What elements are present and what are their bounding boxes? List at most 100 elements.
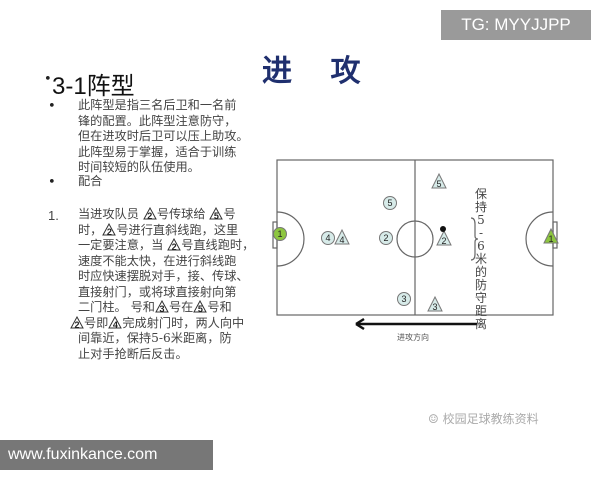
player-number: 4 — [339, 235, 344, 245]
text-segment: 时应快速摆脱对手，接、传球、 — [78, 269, 249, 283]
step-number: 1. — [48, 208, 59, 223]
source-text: 校园足球教练资料 — [442, 412, 539, 426]
wechat-icon: ☺ — [428, 412, 443, 426]
text-segment: 速度不能太快，在进行斜线跑 — [78, 253, 237, 268]
triangle-number: 3 — [159, 304, 165, 314]
text-line: 一定要注意，当 2 号直线跑时， — [78, 238, 254, 254]
triangle-number: 2 — [171, 242, 177, 252]
text-line: 直接射门，或将球直接射向第 — [78, 285, 254, 301]
bullet: • — [44, 72, 52, 87]
direction-label: 进攻方向 — [397, 332, 429, 342]
player-number: 2 — [383, 233, 388, 243]
text-line: 锋的配置。此阵型注意防守， — [78, 113, 237, 128]
defender-triangle-icon: 2 — [102, 222, 117, 237]
text-segment: 当进攻队员 — [78, 207, 143, 221]
note-char: 距 — [474, 304, 487, 318]
note-char: 6 — [477, 239, 485, 253]
attacker-circle — [321, 231, 335, 245]
note-char: 防 — [474, 278, 487, 292]
ball-icon — [440, 226, 446, 232]
text-segment: 号和 — [207, 300, 232, 314]
note-char: 守 — [474, 291, 487, 305]
note-char: 离 — [474, 317, 487, 331]
player-number: 3 — [401, 294, 406, 304]
text-segment: 号 — [223, 207, 236, 221]
text-line: 时，2 号进行直斜线跑，这里 — [78, 222, 254, 239]
left-penalty-arc — [276, 211, 305, 267]
defender-triangle-icon: 5 — [193, 300, 208, 314]
intro-paragraph: 此阵型是指三名后卫和一名前 锋的配置。此阵型注意防守， 但在进攻时后卫可以压上助… — [78, 98, 249, 176]
player-number: 4 — [325, 233, 330, 243]
text-segment: 时， — [78, 222, 103, 237]
text-segment: 间靠近，保持5-6米距离，防 — [78, 331, 232, 345]
player-number: 3 — [432, 302, 437, 312]
defender-triangle-icon: 4 — [108, 315, 123, 330]
text-segment: 完成射门时，两人向中 — [122, 315, 245, 330]
text-line: 但在进攻时后卫可以压上助攻。 — [78, 129, 249, 143]
triangle-number: 2 — [74, 319, 80, 330]
defender-triangle — [427, 295, 443, 312]
attacker-circle — [397, 292, 411, 306]
defender-triangle-icon: 2 — [167, 238, 182, 252]
player-number: 1 — [548, 234, 553, 244]
defender-triangle-icon: 3 — [155, 300, 169, 314]
text-line: 时应快速摆脱对手，接、传球、 — [78, 269, 254, 285]
triangle-number: 2 — [106, 226, 112, 237]
text-line: 此阵型是指三名后卫和一名前 — [78, 98, 237, 112]
triangle-number: 5 — [197, 304, 203, 314]
page-title: 进 攻 — [262, 54, 375, 89]
text-segment: 号在 — [169, 300, 194, 314]
distance-brace — [470, 217, 479, 261]
triangle-number: 2 — [147, 211, 153, 221]
right-penalty-arc — [525, 211, 554, 267]
source-label: ☺ 校园足球教练资料 — [428, 410, 539, 427]
note-char: 5 — [477, 213, 485, 227]
text-segment: 止对手抢断后反击。 — [78, 346, 188, 361]
note-char: 的 — [474, 265, 487, 279]
note-char: 保 — [474, 187, 487, 201]
triangle-number: 4 — [112, 319, 118, 330]
defender-triangle — [543, 227, 559, 244]
triangle-number: 5 — [213, 211, 219, 221]
watermark-bottom: www.fuxinkance.com — [0, 440, 213, 470]
text-line: 间靠近，保持5-6米距离，防 — [78, 331, 254, 347]
attacker-circle — [383, 196, 397, 210]
attacker-circle — [379, 231, 393, 245]
text-segment: 号传球给 — [156, 207, 210, 221]
player-number: 2 — [441, 236, 446, 246]
arrow-head-icon — [355, 317, 365, 331]
bullet: • — [48, 175, 56, 190]
text-segment: 号即 — [84, 315, 109, 330]
defender-triangle — [431, 172, 447, 189]
note-char: - — [478, 226, 484, 240]
player-number: 5 — [436, 179, 441, 189]
defender-triangle-icon: 5 — [209, 207, 224, 221]
text-line: 速度不能太快，在进行斜线跑 — [78, 254, 254, 270]
attacker-circle — [273, 227, 287, 241]
defender-triangle — [334, 228, 350, 245]
center-circle — [396, 220, 434, 258]
text-segment: 二门柱。 号和 — [78, 300, 155, 314]
watermark-top: TG: MYYJJPP — [441, 10, 591, 40]
text-segment: 号进行直斜线跑，这里 — [116, 222, 239, 237]
note-char: 米 — [474, 252, 487, 266]
text-line: 止对手抢断后反击。 — [78, 347, 254, 363]
defender-triangle-icon: 2 — [142, 207, 157, 221]
defender-triangle — [436, 229, 452, 246]
text-line: 时间较短的队伍使用。 — [78, 160, 200, 174]
text-segment: 一定要注意，当 — [78, 238, 168, 252]
sub-heading: 配合 — [78, 174, 103, 188]
text-line: 此阵型易于掌握，适合于训练 — [78, 144, 237, 159]
formation-heading: 3-1阵型 — [52, 73, 135, 100]
bullet: • — [48, 99, 56, 114]
text-segment: 号直线跑时， — [181, 238, 255, 252]
text-segment: 直接射门，或将球直接射向第 — [78, 284, 237, 299]
defender-triangle-icon: 2 — [70, 315, 84, 330]
note-char: 持 — [474, 200, 487, 214]
